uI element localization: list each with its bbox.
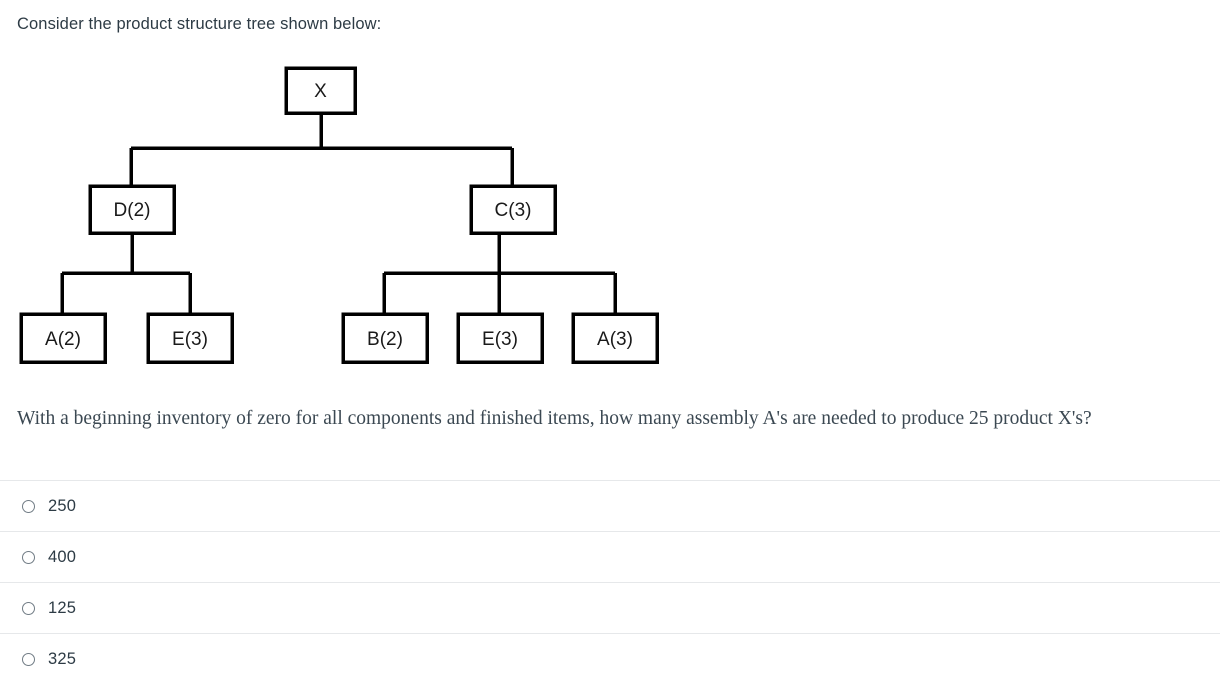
answer-option-2[interactable]: 400 <box>0 531 1220 582</box>
node-c: C(3) <box>469 184 557 235</box>
node-d: D(2) <box>88 184 176 235</box>
node-e3-left: E(3) <box>146 312 234 364</box>
answer-option-label-3: 125 <box>48 598 77 617</box>
node-a3-label: A(3) <box>597 329 633 350</box>
node-a2-label: A(2) <box>45 329 81 350</box>
radio-button-icon-2[interactable] <box>22 550 35 564</box>
node-e3-right: E(3) <box>456 312 544 364</box>
node-e3-right-label: E(3) <box>482 329 518 350</box>
answer-option-label-1: 250 <box>48 496 77 515</box>
node-a3: A(3) <box>571 312 659 364</box>
radio-button-icon-1[interactable] <box>22 499 35 513</box>
node-c-label: C(3) <box>495 200 532 221</box>
radio-button-icon-4[interactable] <box>22 652 35 666</box>
product-structure-tree: X D(2) C(3) A(2) E(3) <box>0 55 700 380</box>
radio-button-icon-3[interactable] <box>22 601 35 615</box>
node-e3-left-label: E(3) <box>172 329 208 350</box>
node-x: X <box>284 66 357 115</box>
tree-connectors <box>60 113 617 314</box>
node-a2: A(2) <box>19 312 107 364</box>
answer-option-1[interactable]: 250 <box>0 480 1220 531</box>
answer-option-3[interactable]: 125 <box>0 582 1220 633</box>
node-b2: B(2) <box>341 312 429 364</box>
node-x-label: X <box>314 81 327 102</box>
question-text: With a beginning inventory of zero for a… <box>17 408 1092 429</box>
node-d-label: D(2) <box>114 200 151 221</box>
answer-option-label-2: 400 <box>48 547 77 566</box>
answer-option-label-4: 325 <box>48 649 77 668</box>
answer-option-4[interactable]: 325 <box>0 633 1220 684</box>
answer-options-list: 250 400 125 325 <box>0 480 1220 684</box>
node-b2-label: B(2) <box>367 329 403 350</box>
tree-diagram: X D(2) C(3) A(2) E(3) <box>19 66 659 364</box>
intro-text: Consider the product structure tree show… <box>17 15 382 33</box>
